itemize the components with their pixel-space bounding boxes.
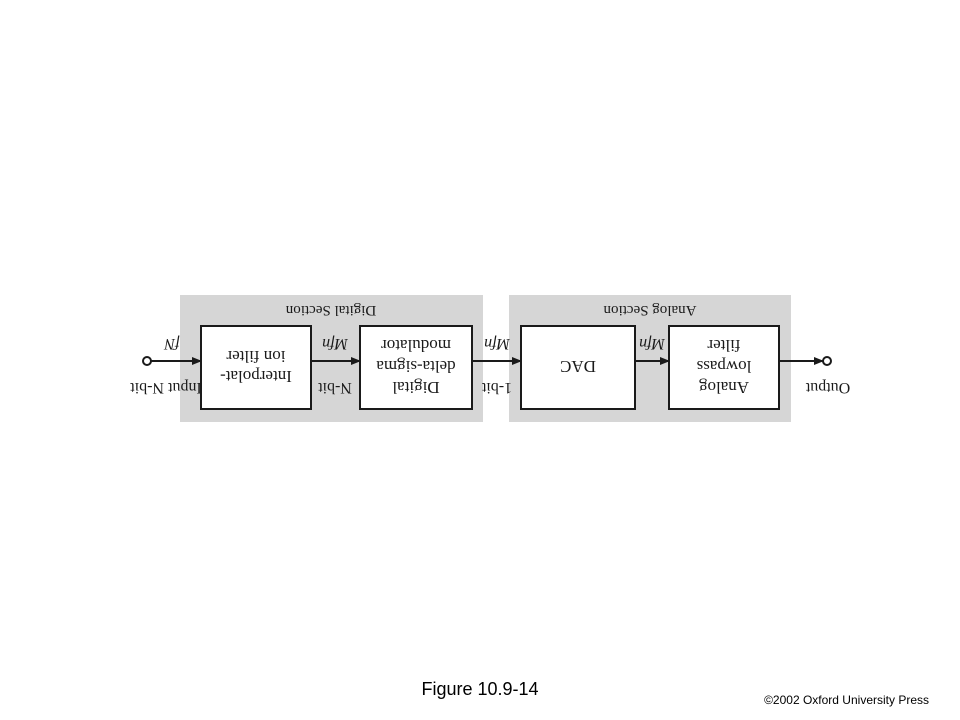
delta-sigma-modulator-label-line3: modulator — [381, 336, 451, 355]
delta-sigma-modulator-block — [359, 325, 473, 410]
delta-sigma-modulator-label-line2: delta-sigma — [376, 357, 456, 376]
modulator-out-bits-label: 1-bit — [481, 379, 512, 396]
analog-lowpass-filter-label-line1: Analog — [698, 378, 749, 397]
dac-out-rate-label: Mfn — [639, 335, 666, 352]
output-terminal — [822, 356, 832, 366]
input-bits-label: Input N-bit — [130, 379, 202, 396]
interpolation-filter-label-line1: Interpolat- — [220, 367, 292, 386]
interp-out-rate-label: Mfn — [322, 335, 349, 352]
interpolation-filter-label-line2: ion filter — [226, 347, 285, 366]
dac-label: DAC — [560, 357, 596, 376]
analog-lowpass-filter-label-line3: filter — [707, 336, 740, 355]
input-terminal — [142, 356, 152, 366]
dac-block — [520, 325, 636, 410]
rotated-figure: Digital Section Analog Section Interpola… — [130, 295, 850, 422]
interpolation-filter-block — [200, 325, 312, 410]
analog-section-label: Analog Section — [603, 302, 696, 318]
delta-sigma-modulator-label-line1: Digital — [392, 378, 439, 397]
modulator-out-rate-label: Mfn — [484, 335, 511, 352]
copyright-notice: ©2002 Oxford University Press — [764, 693, 929, 707]
analog-lowpass-filter-block — [668, 325, 780, 410]
analog-lowpass-filter-label-line2: lowpass — [697, 357, 752, 376]
input-rate-label: fN — [163, 335, 179, 352]
interp-out-bits-label: N-bit — [318, 379, 352, 396]
figure-caption: Figure 10.9-14 — [421, 679, 539, 699]
digital-section-label: Digital Section — [285, 302, 376, 318]
output-label: Output — [805, 379, 850, 396]
